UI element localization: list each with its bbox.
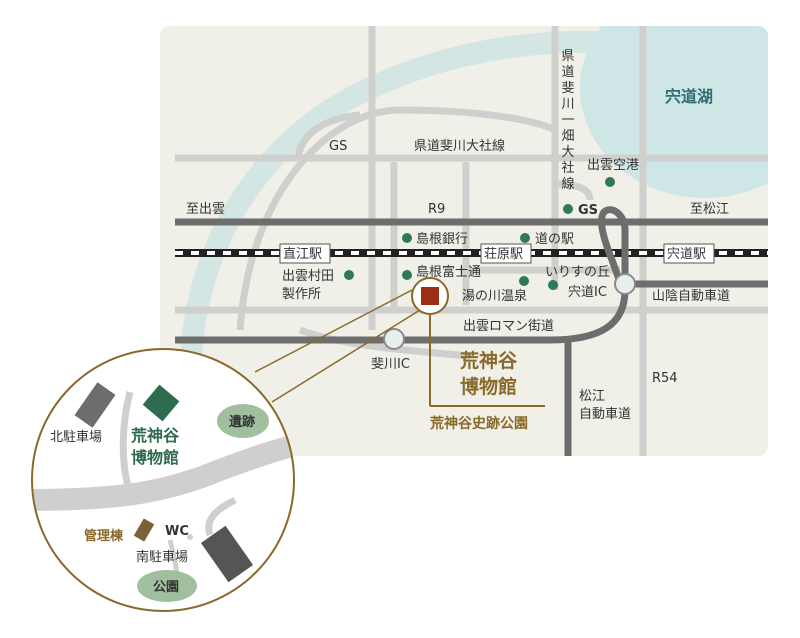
zoom-label-wc: WC (165, 524, 189, 539)
station-box-naoe (279, 243, 331, 264)
zoom-label-south-parking: 南駐車場 (136, 549, 188, 565)
ic-label-shinji: 宍道IC (568, 285, 607, 300)
museum-label-line1: 荒神谷 (460, 349, 518, 372)
road-label-r54: R54 (652, 371, 678, 386)
poi-label-irisunooka: いりすの丘 (545, 265, 610, 280)
ic-marker-hikawa (383, 328, 405, 350)
zoom-path-south (205, 496, 237, 537)
poi-label-izumo-airport: 出雲空港 (587, 158, 639, 173)
poi-label-izumo-murata-1: 出雲村田 (282, 269, 334, 284)
road-label-matsue-expressway-1: 松江 (579, 389, 605, 404)
road-label-prefectural-hikawa-hata-taisha: 県道斐川一畑大社線 (561, 49, 574, 192)
zoom-callout-line-upper (254, 289, 413, 373)
zoom-road-branch (119, 391, 134, 494)
station-box-shobara (480, 243, 532, 264)
station-label-naoe: 直江駅 (283, 247, 322, 262)
direction-to-matsue: 至松江 (690, 202, 729, 217)
vertical-road-label: 県道斐川一畑大社線 (561, 49, 574, 192)
minor-roads (175, 26, 768, 456)
direction-to-izumo: 至出雲 (186, 202, 225, 217)
river (179, 29, 768, 456)
major-roads (175, 206, 768, 456)
road-label-sanin-expressway: 山陰自動車道 (652, 289, 730, 304)
zoom-label-north-parking: 北駐車場 (50, 430, 102, 445)
poi-label-shimane-fujitsu: 島根富士通 (416, 264, 481, 280)
zoom-label-museum-1: 荒神谷 (130, 426, 180, 445)
ic-label-hikawa: 斐川IC (371, 357, 410, 372)
ruins-bubble (217, 404, 269, 438)
poi-label-gs-west: GS (329, 139, 347, 154)
ic-marker-shinji (614, 273, 636, 295)
poi-label-yunokawa-onsen: 湯の川温泉 (462, 288, 527, 304)
management-building (133, 518, 155, 542)
poi-label-izumo-murata-2: 製作所 (282, 287, 321, 302)
lake-label: 宍道湖 (665, 87, 713, 106)
zoom-road-main (32, 429, 294, 511)
museum-building (142, 384, 180, 422)
zoom-callout-line-lower (271, 309, 421, 403)
road-label-izumo-roman: 出雲ロマン街道 (463, 319, 554, 334)
poi-label-gs-east: GS (578, 203, 598, 218)
south-parking-building (200, 525, 254, 583)
museum-marker (421, 287, 439, 305)
zoom-label-ruins: 遺跡 (228, 414, 255, 430)
station-label-shinji: 宍道駅 (667, 247, 706, 262)
zoom-label-museum-2: 博物館 (131, 448, 179, 467)
poi-label-shimane-bank: 島根銀行 (416, 232, 468, 247)
park-bubble (137, 570, 197, 602)
zoom-label-park: 公園 (153, 579, 179, 595)
wc-dot (187, 534, 193, 540)
zoom-inset: 北駐車場 荒神谷 博物館 遺跡 管理棟 WC 南駐車場 公園 (31, 348, 295, 612)
station-label-shobara: 荘原駅 (484, 247, 523, 262)
road-label-r9: R9 (428, 202, 445, 217)
park-label: 荒神谷史跡公園 (429, 415, 528, 432)
museum-label-line2: 博物館 (460, 375, 517, 398)
poi-label-michinoeki: 道の駅 (535, 232, 574, 247)
road-label-prefectural-yokawa-taisha: 県道斐川大社線 (414, 138, 505, 154)
station-box-shinji (663, 243, 715, 264)
zoom-label-management: 管理棟 (84, 528, 124, 544)
poi-dots (344, 177, 615, 290)
zoom-inset-border (31, 348, 295, 612)
road-label-matsue-expressway-2: 自動車道 (579, 407, 631, 422)
north-parking-building (74, 382, 116, 428)
